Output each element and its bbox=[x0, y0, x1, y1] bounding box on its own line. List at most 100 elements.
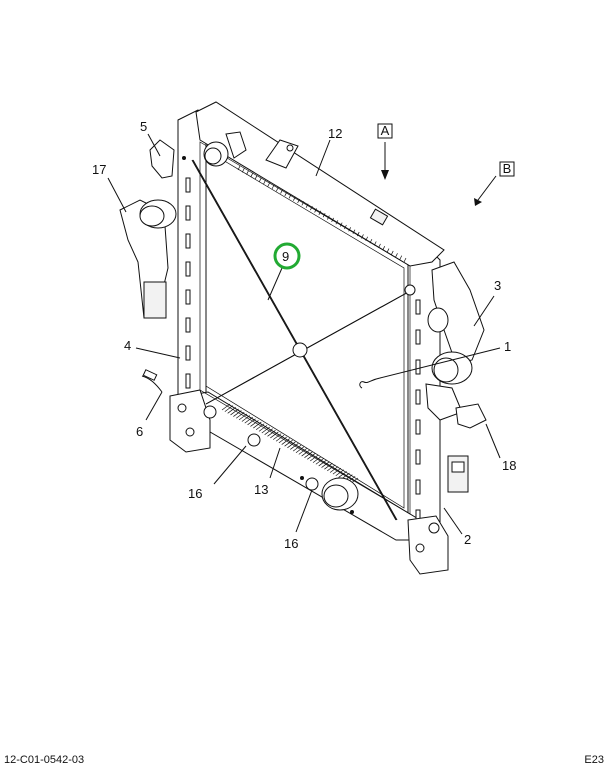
bottom-rib bbox=[284, 439, 293, 447]
bottom-rib bbox=[275, 434, 285, 442]
radiator-frame bbox=[177, 101, 445, 541]
right-slot bbox=[415, 299, 421, 315]
callout-18: 18 bbox=[502, 458, 516, 473]
top-rib bbox=[356, 231, 360, 237]
left-slot bbox=[185, 177, 191, 193]
top-rib bbox=[267, 182, 271, 187]
bottom-rib bbox=[304, 451, 313, 458]
top-cap-assembly bbox=[203, 131, 389, 226]
bottom-rib bbox=[290, 443, 299, 450]
bottom-rib bbox=[312, 456, 322, 463]
diagonal-brace-rods bbox=[191, 159, 416, 521]
callout-13: 13 bbox=[254, 482, 268, 497]
bottom-rib bbox=[301, 449, 310, 457]
top-tank-ribs bbox=[237, 165, 407, 263]
bottom-rib bbox=[224, 405, 234, 412]
document-number: 12-C01-0542-03 bbox=[4, 754, 85, 766]
right-rail-slots bbox=[415, 299, 421, 525]
left-lower-mount bbox=[169, 389, 217, 453]
top-rib bbox=[288, 194, 292, 199]
top-rib bbox=[305, 203, 309, 208]
bottom-cap-assembly bbox=[247, 433, 359, 514]
bottom-rib bbox=[287, 441, 296, 449]
left-slot bbox=[185, 289, 191, 305]
top-rib bbox=[318, 210, 322, 215]
bottom-rib bbox=[230, 408, 239, 416]
left-hose-clamp-17 bbox=[119, 199, 177, 319]
callout-1: 1 bbox=[504, 339, 511, 354]
right-slot bbox=[415, 479, 421, 495]
top-rib bbox=[382, 246, 386, 251]
bottom-rib bbox=[324, 462, 333, 470]
top-rib bbox=[344, 224, 347, 230]
bottom-rib bbox=[315, 457, 325, 465]
left-slot bbox=[185, 345, 191, 361]
top-rib bbox=[275, 187, 279, 192]
bottom-rib bbox=[307, 453, 316, 460]
top-rib bbox=[263, 179, 266, 185]
bottom-rib bbox=[233, 410, 242, 417]
right-bracket-18 bbox=[447, 403, 487, 493]
top-rib bbox=[297, 198, 300, 204]
bottom-rib bbox=[327, 464, 336, 472]
bottom-rib bbox=[295, 446, 305, 454]
callout-2: 2 bbox=[464, 532, 471, 547]
top-rib bbox=[250, 172, 254, 178]
leader-lines bbox=[107, 133, 501, 535]
left-slot bbox=[185, 373, 191, 389]
left-slot bbox=[185, 233, 191, 249]
top-rib bbox=[284, 191, 288, 197]
sheet-code: E23 bbox=[584, 754, 604, 766]
left-slot bbox=[185, 261, 191, 277]
bottom-rib bbox=[253, 421, 262, 429]
right-hose-3 bbox=[425, 261, 485, 421]
bottom-rib bbox=[255, 423, 265, 431]
left-slot bbox=[185, 205, 191, 221]
top-rib bbox=[399, 255, 403, 260]
top-rib bbox=[365, 236, 369, 241]
bottom-rib bbox=[292, 444, 302, 452]
callout-4: 4 bbox=[124, 338, 131, 353]
top-rib bbox=[254, 175, 258, 180]
right-slot bbox=[415, 449, 421, 465]
callout-16-left: 16 bbox=[188, 486, 202, 501]
top-rib bbox=[390, 250, 394, 256]
view-arrow-b: B bbox=[474, 161, 515, 206]
view-label-a: A bbox=[381, 123, 390, 138]
top-rib bbox=[348, 227, 351, 232]
callout-labels: 5 17 12 9 3 1 4 6 16 13 18 2 16 bbox=[92, 119, 516, 551]
right-lower-mount-2 bbox=[407, 515, 449, 575]
view-arrow-a: A bbox=[377, 123, 393, 180]
bottom-rib bbox=[258, 425, 268, 432]
callout-12: 12 bbox=[328, 126, 342, 141]
left-rail-slots bbox=[185, 177, 191, 389]
top-rib bbox=[386, 248, 390, 253]
top-rib bbox=[335, 220, 339, 225]
bottom-rib bbox=[321, 461, 330, 468]
bottom-rib bbox=[270, 431, 279, 439]
callout-5: 5 bbox=[140, 119, 147, 134]
bottom-rib bbox=[221, 403, 231, 411]
bottom-rib bbox=[298, 448, 308, 455]
bottom-rib bbox=[338, 471, 347, 478]
bottom-rib bbox=[318, 459, 327, 467]
bottom-rib bbox=[267, 430, 276, 437]
bottom-rib bbox=[329, 466, 339, 473]
sensor-wire-6 bbox=[141, 369, 163, 393]
top-rib bbox=[352, 229, 356, 234]
top-rib bbox=[322, 213, 326, 218]
bottom-tank-ribs bbox=[221, 403, 359, 485]
top-rib bbox=[258, 177, 262, 182]
top-rib bbox=[361, 234, 364, 239]
top-rib bbox=[403, 257, 407, 263]
bottom-rib bbox=[236, 411, 245, 419]
bottom-rib bbox=[241, 415, 251, 422]
right-slot bbox=[415, 359, 421, 375]
bottom-rib bbox=[250, 420, 259, 427]
top-rib bbox=[293, 196, 296, 201]
top-rib bbox=[241, 168, 245, 173]
top-rib bbox=[373, 241, 377, 246]
bottom-rib bbox=[264, 428, 273, 435]
bottom-rib bbox=[227, 407, 236, 414]
